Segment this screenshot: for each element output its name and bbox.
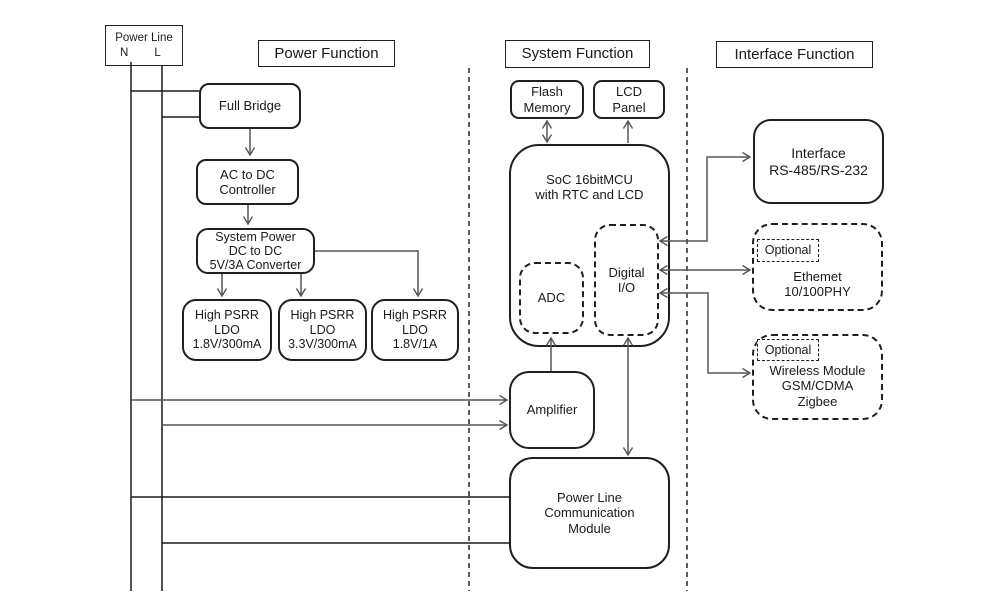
- full-bridge-block: Full Bridge: [199, 83, 301, 129]
- ldo-3v3-300ma-block: High PSRR LDO 3.3V/300mA: [278, 299, 367, 361]
- rs485-rs232-interface-block: Interface RS-485/RS-232: [753, 119, 884, 204]
- system-power-converter-block: System Power DC to DC 5V/3A Converter: [196, 228, 315, 274]
- ethernet-phy-block: Ethemet 10/100PHY: [752, 223, 883, 311]
- soc-rs485-bidir-arrow: [658, 151, 752, 247]
- ac-to-dc-controller-block: AC to DC Controller: [196, 159, 299, 205]
- ldo-1v8-300ma-block: High PSRR LDO 1.8V/300mA: [182, 299, 272, 361]
- plc-module-block: Power Line Communication Module: [509, 457, 670, 569]
- terminal-n-label: N: [120, 46, 129, 59]
- power-line-title: Power Line: [115, 31, 173, 44]
- section-header-power-function: Power Function: [258, 40, 395, 67]
- section-header-interface-function: Interface Function: [716, 41, 873, 68]
- flash-memory-block: Flash Memory: [510, 80, 584, 119]
- soc-wireless-bidir-arrow: [658, 287, 752, 379]
- converter-to-ldo3-arrow: [315, 250, 424, 298]
- amplifier-block: Amplifier: [509, 371, 595, 449]
- adc-block: ADC: [519, 262, 584, 334]
- ethernet-optional-tag: Optional: [757, 239, 819, 262]
- lcd-panel-block: LCD Panel: [593, 80, 665, 119]
- ldo-1v8-1a-block: High PSRR LDO 1.8V/1A: [371, 299, 459, 361]
- wireless-optional-tag: Optional: [757, 339, 819, 361]
- digital-io-block: Digital I/O: [594, 224, 659, 336]
- section-header-system-function: System Function: [505, 40, 650, 68]
- terminal-l-label: L: [154, 46, 161, 59]
